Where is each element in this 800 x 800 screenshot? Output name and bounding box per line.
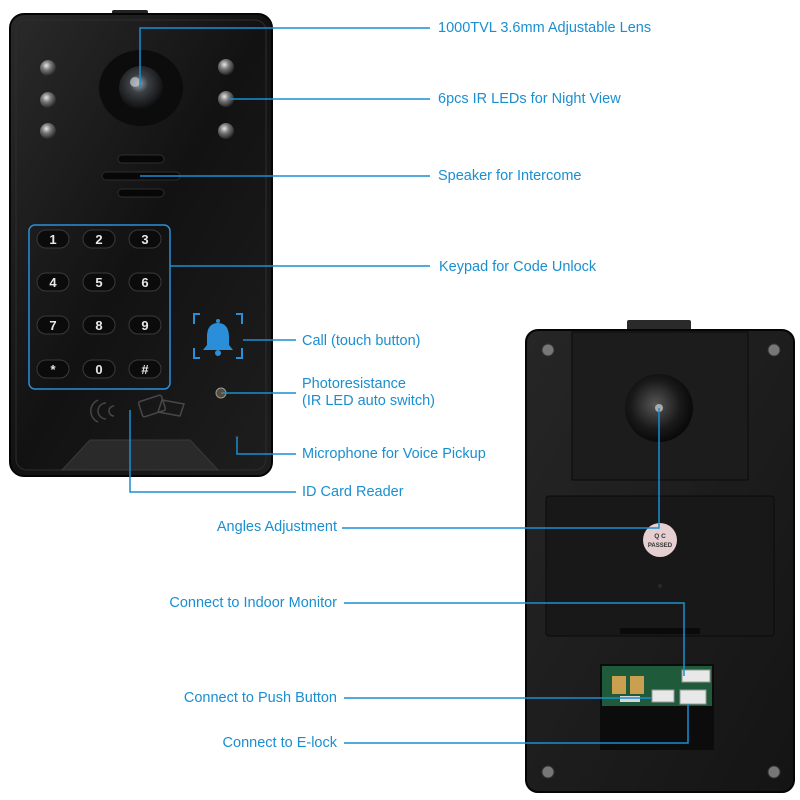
label-id-card: ID Card Reader (302, 484, 404, 500)
label-indoor-monitor: Connect to Indoor Monitor (169, 595, 337, 611)
label-push-button: Connect to Push Button (183, 690, 337, 706)
mounting-screws (541, 343, 781, 779)
keypad-key-6[interactable]: 6 (128, 272, 162, 292)
label-photoresistance-line2: (IR LED auto switch) (302, 393, 435, 409)
keypad-key-label: 8 (95, 318, 102, 333)
push-button-connector (651, 689, 675, 703)
label-speaker: Speaker for Intercome (438, 168, 582, 184)
keypad: 1 2 3 4 5 6 7 8 9 * 0 # (36, 229, 162, 379)
ir-leds (40, 59, 234, 139)
callout-lines (129, 27, 689, 744)
keypad-key-label: # (141, 362, 149, 377)
label-angles: Angles Adjustment (216, 519, 337, 535)
connectors (651, 669, 711, 705)
keypad-key-label: 0 (95, 362, 102, 377)
qc-sticker: Q C PASSED (643, 523, 677, 557)
keypad-key-label: 1 (49, 232, 56, 247)
bell-icon (203, 319, 233, 356)
label-photoresistance-line1: Photoresistance (302, 376, 406, 392)
keypad-key-label: 6 (141, 275, 148, 290)
label-call: Call (touch button) (302, 333, 421, 349)
lens (119, 66, 163, 110)
keypad-key-label: 5 (95, 275, 102, 290)
keypad-key-4[interactable]: 4 (36, 272, 70, 292)
keypad-key-9[interactable]: 9 (128, 315, 162, 335)
angles-leader (342, 408, 660, 529)
call-touch-button[interactable] (193, 313, 243, 359)
lens-leader (139, 27, 430, 88)
label-lens: 1000TVL 3.6mm Adjustable Lens (438, 20, 652, 36)
keypad-key-label: 2 (95, 232, 102, 247)
label-elock: Connect to E-lock (222, 735, 337, 751)
qc-sticker-line2: PASSED (648, 543, 673, 549)
id-card-reader (90, 394, 185, 423)
id-card-leader (129, 410, 296, 493)
keypad-key-3[interactable]: 3 (128, 229, 162, 249)
keypad-key-2[interactable]: 2 (82, 229, 116, 249)
keypad-key-label: 7 (49, 318, 56, 333)
rear-panel: Q C PASSED (525, 320, 795, 793)
keypad-key-8[interactable]: 8 (82, 315, 116, 335)
qc-sticker-line1: Q C (654, 533, 666, 540)
keypad-key-label: 3 (141, 232, 148, 247)
label-keypad: Keypad for Code Unlock (439, 259, 597, 275)
indoor-monitor-connector (681, 669, 711, 683)
elock-connector (679, 689, 707, 705)
label-ir-leds: 6pcs IR LEDs for Night View (438, 91, 621, 107)
label-photoresistance: Photoresistance (IR LED auto switch) (302, 376, 435, 410)
keypad-key-1[interactable]: 1 (36, 229, 70, 249)
label-microphone: Microphone for Voice Pickup (302, 446, 486, 462)
keypad-key-label: * (50, 362, 56, 377)
microphone-leader (236, 437, 296, 455)
front-panel: 1 2 3 4 5 6 7 8 9 * 0 # (9, 10, 273, 477)
keypad-outline (28, 224, 171, 390)
keypad-key-0[interactable]: 0 (82, 359, 116, 379)
keypad-key-label: 4 (49, 275, 57, 290)
keypad-key-5[interactable]: 5 (82, 272, 116, 292)
keypad-key-label: 9 (141, 318, 148, 333)
indoor-monitor-leader (344, 602, 685, 676)
elock-leader (344, 704, 689, 744)
keypad-key-star[interactable]: * (36, 359, 70, 379)
keypad-key-7[interactable]: 7 (36, 315, 70, 335)
keypad-key-hash[interactable]: # (128, 359, 162, 379)
